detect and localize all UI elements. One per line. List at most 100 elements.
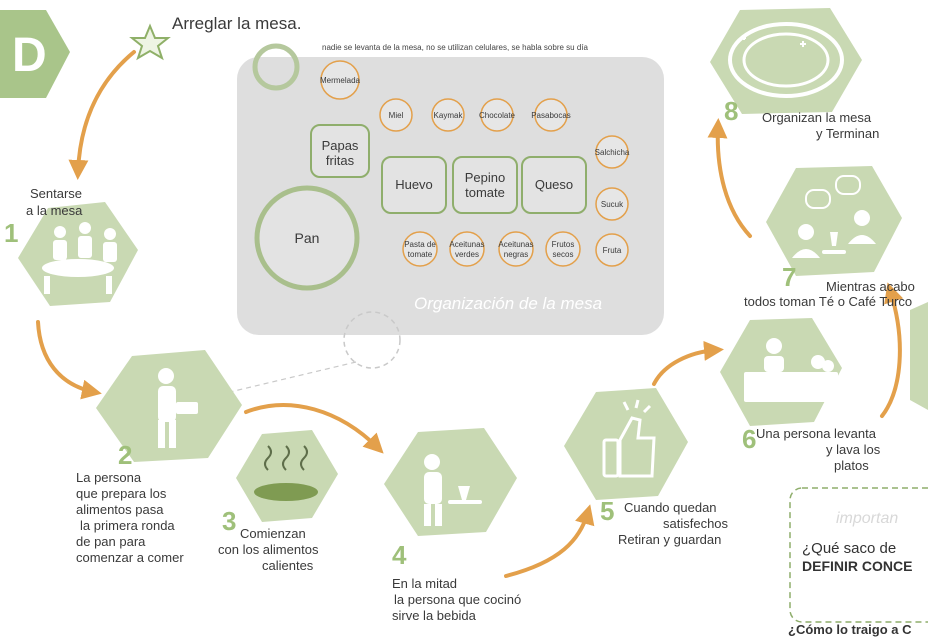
step-6-number: 6 [742,424,757,454]
hot-bread-icon [254,445,318,501]
step-4-number: 4 [392,540,407,570]
dining-table-icon [42,222,117,294]
person-carrying-icon [158,368,198,448]
note-question: ¿Qué saco de [802,540,897,557]
item-frutos-line1: Frutos [551,240,575,249]
star-icon [129,23,171,61]
step-5-line1: Cuando quedan [624,500,717,515]
arrow-1-to-2 [36,320,102,400]
aceitunas-negras-circle [498,231,534,267]
step-1-number: 1 [4,218,19,248]
item-pasta-line2: tomate [407,250,433,259]
step-5-line3: Retiran y guardan [618,532,722,547]
aceitunas-verdes-circle [449,231,485,267]
step-1-label-line1: Sentarse [30,186,83,201]
step-6-line3: platos [834,458,869,473]
hexagon-step-3 [236,430,338,522]
hexagon-step-7 [766,166,902,276]
pasta-circle [402,231,438,267]
note-title: importan [836,510,899,527]
kaymak-circle [431,98,465,132]
fruta-circle [595,233,629,267]
step-2-line2: que prepara los [76,486,167,501]
start-step-label: Arreglar la mesa. [172,14,302,33]
step-2-line1: La persona [76,470,142,485]
note-box [789,487,928,623]
step-2-line6: comenzar a comer [76,550,184,565]
miel-circle [379,98,413,132]
papas-box [310,124,370,178]
step-5-number: 5 [600,496,615,526]
step-7-line1: Mientras acabo [826,279,915,294]
arrow-star-to-1 [68,50,136,180]
table-rules: nadie se levanta de la mesa, no se utili… [322,43,588,52]
step-3-line2: con los alimentos [218,542,319,557]
arrow-5-to-6 [652,340,724,386]
step-4-line2: la persona que cocinó [394,592,522,607]
clean-plate-icon [728,22,844,98]
huevo-box [381,156,447,214]
step-6-line2: y lava los [826,442,881,457]
item-sucuk: Sucuk [600,200,624,209]
mermelada-circle [320,60,360,100]
thumbs-up-icon [602,399,656,478]
queso-box [521,156,587,214]
person-washing-icon [744,338,838,402]
pan-plate [254,185,360,291]
note-emphasis: DEFINIR CONCE [802,558,913,574]
item-queso: Queso [534,177,574,192]
sucuk-circle [595,187,629,221]
item-huevo: Huevo [395,177,433,192]
plate-ring-top [252,43,300,91]
note-footer: ¿Cómo lo traigo a C [788,622,912,637]
dashed-link-line [229,361,357,393]
step-7-number: 7 [782,262,797,292]
step-3-number: 3 [222,506,237,536]
arrow-2-to-4 [244,403,384,454]
item-pepino-line2: tomate [465,185,505,200]
step-5-line2: satisfechos [663,516,729,531]
item-aceitunas-verdes-line2: verdes [454,250,479,259]
dashed-link-circle [343,311,401,369]
step-4-line3: sirve la bebida [392,608,476,623]
step-4-line1: En la mitad [392,576,458,591]
pasabocas-circle [534,98,568,132]
arrow-6-to-7 [880,282,904,418]
step-2-line4: la primera ronda [80,518,175,533]
step-3-line1: Comienzan [240,526,306,541]
arrow-4-to-5 [504,504,595,578]
step-8-line2: y Terminan [816,126,880,141]
arrow-7-to-8 [707,118,752,238]
pepino-box [452,156,518,214]
item-pasta-line1: Pasta de [404,240,436,249]
item-chocolate: Chocolate [478,111,516,120]
step-2-number: 2 [118,440,133,470]
letter-d-badge [0,10,70,98]
step-6-line1: Una persona levanta [756,426,876,441]
item-salchicha: Salchicha [594,148,630,157]
item-papas-line1: Papas [321,138,359,153]
chocolate-circle [480,98,514,132]
step-8-number: 8 [724,96,739,126]
frutos-circle [545,231,581,267]
table-caption: Organización de la mesa [414,294,603,313]
step-1-label-line2: a la mesa [26,203,83,218]
item-frutos-line2: secos [552,250,574,259]
step-3-line3: calientes [262,558,314,573]
item-papas-line2: fritas [325,153,355,168]
step-7-line2: todos toman Té o Café Turco [744,294,913,309]
person-serving-icon [424,454,482,526]
item-aceitunas-negras-line2: negras [503,250,529,259]
hexagon-step-4 [384,428,517,536]
salchicha-circle [595,135,629,169]
item-kaymak: Kaymak [433,111,463,120]
step-2-line3: alimentos pasa [76,502,164,517]
item-pasabocas: Pasabocas [531,111,571,120]
conversation-icon [792,175,876,258]
item-pepino-line1: Pepino [464,170,506,185]
letter-d: D [12,29,47,82]
hexagon-right-edge [910,302,928,410]
item-mermelada: Mermelada [319,76,360,85]
item-aceitunas-verdes-line1: Aceitunas [449,240,485,249]
item-aceitunas-negras-line1: Aceitunas [498,240,534,249]
